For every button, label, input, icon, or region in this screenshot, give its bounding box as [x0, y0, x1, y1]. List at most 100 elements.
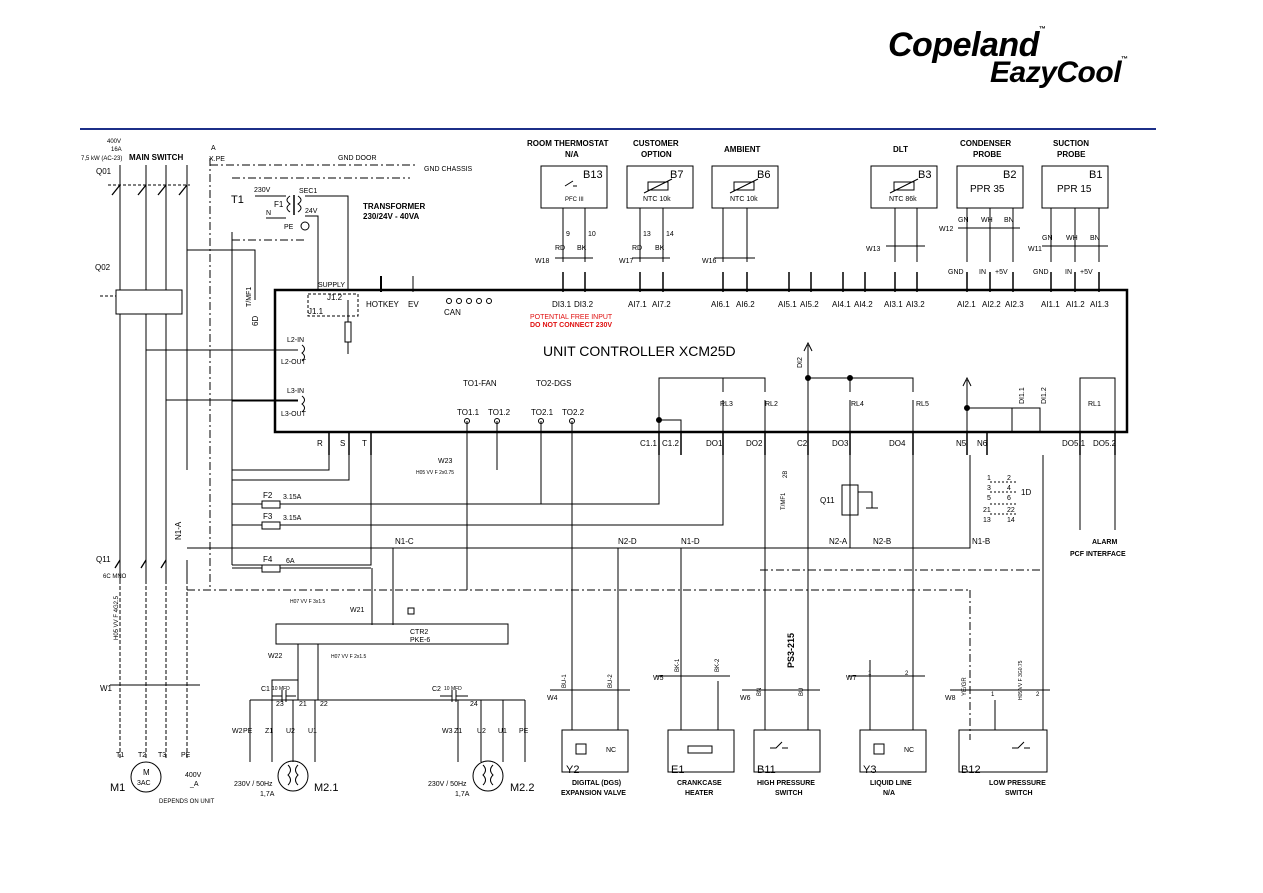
svg-text:IN: IN [1065, 269, 1072, 276]
svg-text:W21: W21 [350, 607, 365, 614]
svg-text:DIGITAL (DGS): DIGITAL (DGS) [572, 780, 621, 787]
svg-text:PPR 35: PPR 35 [970, 184, 1005, 195]
supply-fuse [344, 321, 352, 343]
svg-text:W7: W7 [846, 675, 857, 682]
sensor-b1: SUCTION PROBE B1 PPR 15 [1041, 139, 1109, 209]
svg-text:Q11: Q11 [96, 555, 111, 564]
svg-text:W3: W3 [442, 728, 453, 735]
svg-text:_A: _A [189, 781, 199, 788]
svg-text:1D: 1D [1021, 488, 1031, 497]
to1-label: TO1-FAN [463, 379, 497, 388]
svg-text:AI1.3: AI1.3 [1090, 300, 1109, 309]
svg-text:T1: T1 [116, 752, 124, 759]
svg-text:T/MF1: T/MF1 [781, 492, 787, 510]
svg-text:AI1.2: AI1.2 [1066, 300, 1085, 309]
svg-text:N1-D: N1-D [681, 537, 700, 546]
svg-text:TO1.1: TO1.1 [457, 408, 480, 417]
svg-text:F1: F1 [274, 200, 284, 209]
svg-text:W12: W12 [939, 226, 954, 233]
supply-label: SUPPLY [318, 282, 345, 289]
svg-text:1: 1 [991, 692, 995, 698]
controller-title: UNIT CONTROLLER XCM25D [543, 343, 736, 359]
bottom-terminal-labels: R S T TO1.1 TO1.2 TO2.1 TO2.2 C1.1 C1.2 … [317, 408, 1117, 448]
svg-text:PCF INTERFACE: PCF INTERFACE [1070, 551, 1126, 558]
fuse-f3: F3 3.15A [261, 512, 302, 530]
svg-text:H05 VV F 2x0.75: H05 VV F 2x0.75 [416, 470, 454, 476]
svg-text:CTR2: CTR2 [410, 629, 428, 636]
svg-text:ALARM: ALARM [1092, 539, 1117, 546]
svg-text:GN: GN [958, 217, 969, 224]
svg-text:NC: NC [606, 747, 616, 754]
svg-text:IN: IN [979, 269, 986, 276]
motor-m1: M 3AC M1 400V _A DEPENDS ON UNIT T1 T2 T… [110, 752, 215, 805]
svg-text:10: 10 [588, 231, 596, 238]
svg-text:5: 5 [987, 495, 991, 502]
l3out-label: L3-OUT [281, 411, 307, 418]
di12-label: DI1.2 [1041, 387, 1048, 404]
svg-text:NC: NC [904, 747, 914, 754]
svg-text:2: 2 [1007, 475, 1011, 482]
svg-text:22: 22 [1007, 507, 1015, 514]
svg-text:M2.2: M2.2 [510, 782, 534, 794]
svg-text:RD: RD [632, 245, 642, 252]
svg-text:B7: B7 [670, 169, 683, 181]
svg-text:NTC 10k: NTC 10k [730, 196, 758, 203]
svg-text:W17: W17 [619, 258, 634, 265]
svg-text:2: 2 [905, 671, 909, 677]
svg-text:RL2: RL2 [765, 401, 778, 408]
svg-text:LIQUID LINE: LIQUID LINE [870, 780, 912, 787]
svg-text:PKE-6: PKE-6 [410, 637, 430, 644]
sensor-b3: DLT B3 NTC 86k [870, 145, 938, 209]
svg-text:21: 21 [983, 507, 991, 514]
svg-text:BK-2: BK-2 [715, 658, 721, 672]
svg-text:BU-2: BU-2 [608, 674, 614, 688]
svg-text:X.PE: X.PE [209, 156, 225, 163]
svg-text:+5V: +5V [995, 269, 1008, 276]
svg-text:6: 6 [1007, 495, 1011, 502]
svg-text:W23: W23 [438, 458, 453, 465]
svg-text:GND DOOR: GND DOOR [338, 155, 377, 162]
svg-text:RL1: RL1 [1088, 401, 1101, 408]
ev-label: EV [408, 300, 419, 309]
load-e1: E1 CRANKCASE HEATER W5 BK-1 BK-2 [653, 658, 735, 797]
svg-text:BK: BK [577, 245, 587, 252]
svg-text:1,7A: 1,7A [455, 791, 470, 798]
svg-text:Q11: Q11 [820, 496, 835, 505]
di2-label: DI2 [797, 357, 804, 368]
svg-text:N2-B: N2-B [873, 537, 891, 546]
svg-text:H05 VV F 4G2.5: H05 VV F 4G2.5 [114, 595, 120, 640]
svg-text:W22: W22 [268, 653, 283, 660]
svg-text:1: 1 [987, 475, 991, 482]
l2out-label: L2-OUT [281, 359, 307, 366]
svg-text:U2: U2 [286, 728, 295, 735]
svg-text:SEC1: SEC1 [299, 188, 317, 195]
top-terminal-labels: DI3.1 DI3.2 AI7.1 AI7.2 AI6.1 AI6.2 AI5.… [552, 300, 1109, 309]
svg-text:10 MFD: 10 MFD [272, 686, 290, 692]
svg-text:W4: W4 [547, 695, 558, 702]
svg-text:H05 VV F 3G0.75: H05 VV F 3G0.75 [1018, 660, 1024, 700]
supply-box [307, 293, 359, 317]
svg-text:CUSTOMER: CUSTOMER [633, 139, 679, 148]
svg-text:AI5.1: AI5.1 [778, 300, 797, 309]
brand-logo-line2: EazyCool™ [990, 56, 1128, 89]
sensor-b6: AMBIENT B6 NTC 10k [711, 145, 779, 209]
svg-text:RL5: RL5 [916, 401, 929, 408]
svg-text:C1.1: C1.1 [640, 439, 657, 448]
svg-text:LOW PRESSURE: LOW PRESSURE [989, 780, 1046, 787]
svg-text:W8: W8 [945, 695, 956, 702]
svg-text:TO1.2: TO1.2 [488, 408, 511, 417]
svg-text:M: M [143, 768, 150, 777]
warning-line1: POTENTIAL FREE INPUT [530, 314, 613, 321]
svg-text:PROBE: PROBE [973, 150, 1002, 159]
svg-text:BN: BN [757, 688, 763, 696]
svg-text:16A: 16A [111, 147, 122, 153]
svg-text:M2.1: M2.1 [314, 782, 338, 794]
controller-box [273, 288, 1129, 434]
svg-text:+5V: +5V [1080, 269, 1093, 276]
svg-text:400V: 400V [185, 772, 202, 779]
svg-text:14: 14 [1007, 517, 1015, 524]
main-switch-labels: 400V 16A 7,5 kW (AC-23) MAIN SWITCH Q01 … [81, 139, 183, 272]
svg-text:H07 VV F 3x1.5: H07 VV F 3x1.5 [290, 599, 326, 605]
svg-text:23: 23 [276, 701, 284, 708]
header-rule [80, 128, 1156, 130]
